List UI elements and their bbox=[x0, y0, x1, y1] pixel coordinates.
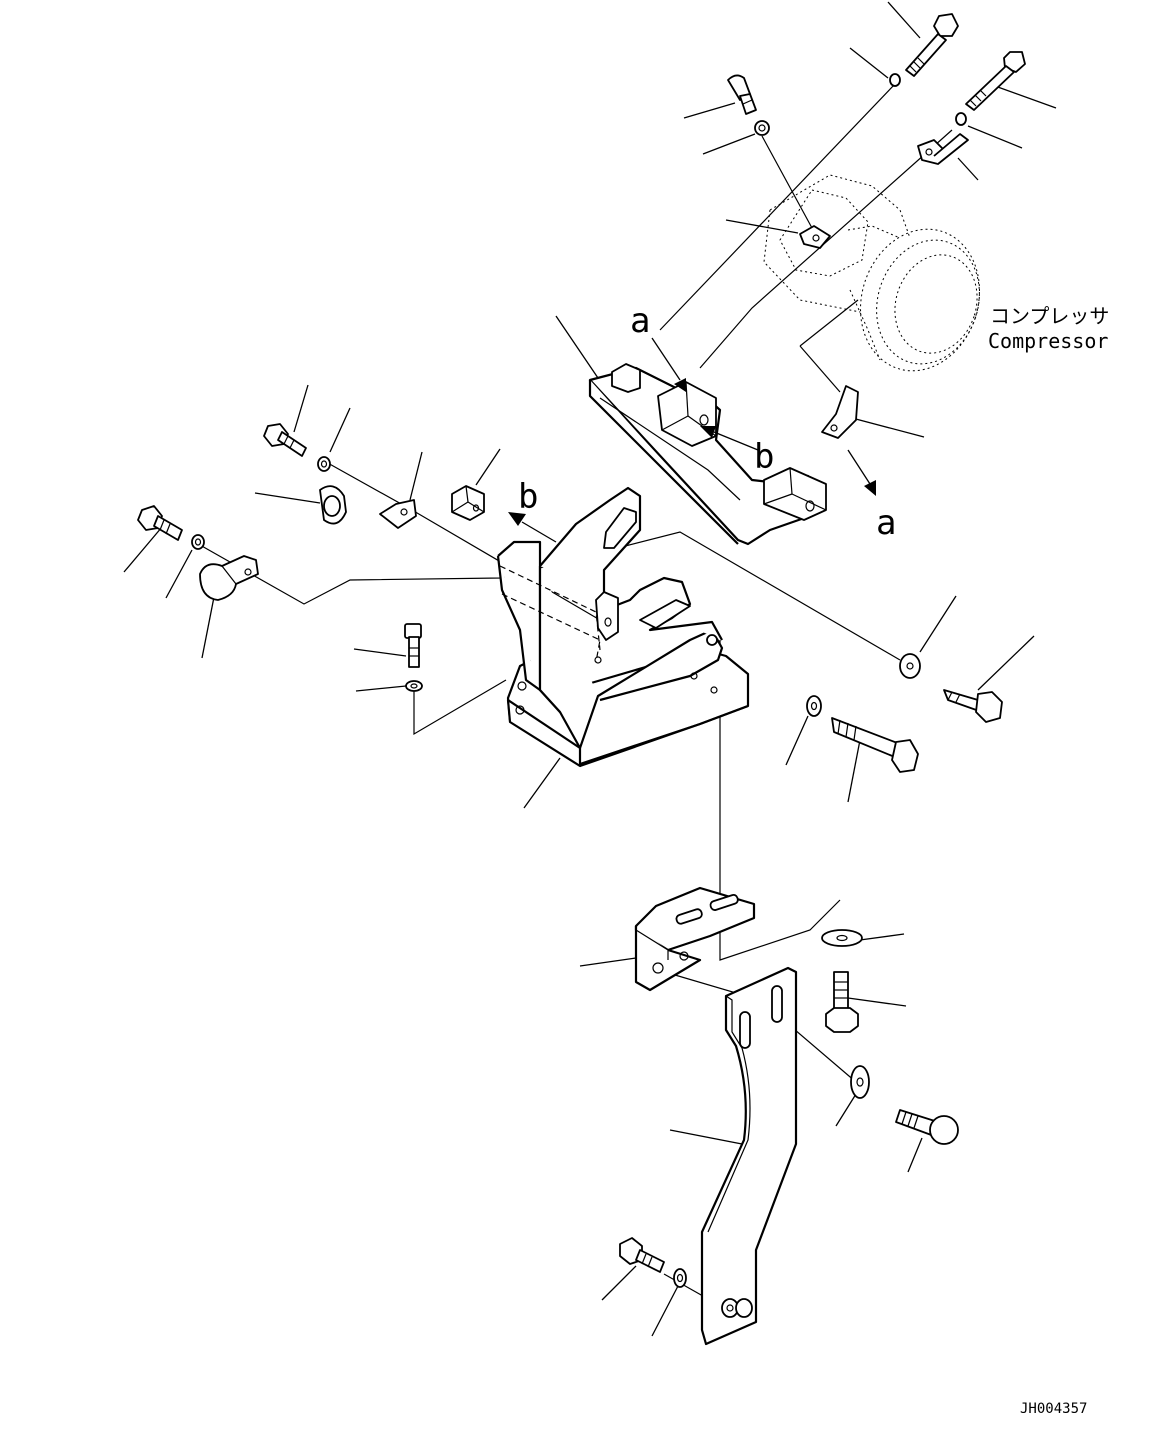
bolt-left-upper bbox=[263, 423, 307, 457]
compressor-label-jp: コンプレッサ bbox=[990, 304, 1109, 328]
bolt-left-lower bbox=[137, 505, 183, 541]
mark-a-lower: a bbox=[876, 503, 896, 543]
small-bolt-top bbox=[727, 74, 757, 115]
nut-block bbox=[451, 485, 485, 521]
bolt-right-upper bbox=[943, 689, 1003, 723]
small-plate-compressor bbox=[799, 225, 831, 249]
text-labels: コンプレッサ Compressor a b b a JH004357 bbox=[518, 301, 1109, 1417]
direction-arrows bbox=[508, 337, 876, 543]
bolt-right-lower bbox=[831, 717, 919, 773]
mark-b-upper: b bbox=[754, 437, 774, 477]
bolt-vertical-right bbox=[825, 971, 859, 1033]
clip-bracket-compressor bbox=[821, 385, 859, 439]
arrow-a-upper-head bbox=[674, 378, 686, 392]
upper-bracket bbox=[588, 363, 827, 546]
p-clamp bbox=[199, 555, 259, 601]
long-stay-plate bbox=[700, 966, 798, 1346]
compressor-label-en: Compressor bbox=[988, 329, 1108, 353]
lower-l-bracket bbox=[634, 886, 756, 992]
bolt-lower-right bbox=[895, 1109, 959, 1145]
right-fasteners bbox=[806, 653, 1003, 773]
l-bracket-right bbox=[917, 133, 969, 165]
long-bolt-1 bbox=[905, 13, 959, 77]
arrow-a-lower-head bbox=[864, 480, 876, 496]
arrow-b-lower-head bbox=[508, 512, 526, 526]
long-bolt-2 bbox=[965, 51, 1026, 111]
leader-lines bbox=[123, 1, 1057, 1337]
top-fasteners bbox=[727, 13, 1026, 249]
clamp-cushion bbox=[319, 485, 347, 525]
mark-a-upper: a bbox=[630, 301, 650, 341]
mark-b-lower: b bbox=[518, 477, 538, 517]
left-fasteners bbox=[137, 423, 485, 692]
arrow-b-upper-head bbox=[700, 426, 716, 438]
small-clip-left bbox=[379, 499, 417, 529]
bolt-vertical-left bbox=[404, 623, 422, 668]
lower-fasteners bbox=[619, 929, 959, 1288]
drawing-number: JH004357 bbox=[1020, 1401, 1087, 1417]
main-bracket bbox=[496, 486, 750, 768]
bolt-lower-left bbox=[619, 1237, 665, 1273]
compressor-outline bbox=[763, 174, 980, 372]
